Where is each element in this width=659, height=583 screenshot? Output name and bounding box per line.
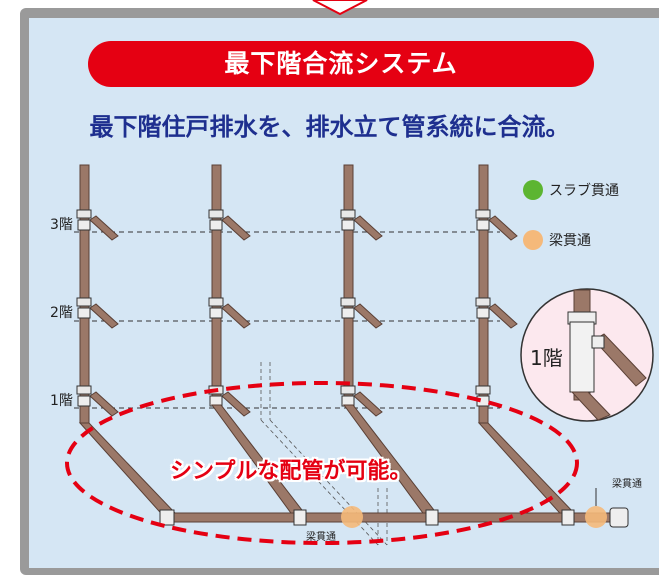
zoom-detail [520,288,654,422]
floor-label-2: 2階 [50,305,73,321]
page-title: 最下階合流システム [88,41,594,87]
beam-penetration-center [341,506,363,528]
beam-label-right: 梁貫通 [612,479,642,490]
diagonal-pipe-1 [78,422,177,521]
callout-text: シンプルな配管が可能。 [170,459,412,484]
stack-pipe-1 [79,164,90,424]
beam-label-center: 梁貫通 [306,532,336,543]
floor-label-1: 1階 [50,393,73,409]
diagonal-pipe-4 [477,422,576,521]
zoom-floor-label: 1階 [530,346,563,370]
legend-slab-penetration: スラブ貫通 [523,180,619,200]
stack-pipe-4 [478,164,489,424]
horizontal-main-pipe [163,512,613,523]
legend-beam-penetration: 梁貫通 [523,230,591,250]
beam-penetration-right [585,506,607,528]
down-arrow-notch [312,0,368,16]
green-dot-icon [523,180,543,200]
legend-label: スラブ貫通 [549,183,619,199]
page-subtitle: 最下階住戸排水を、排水立て管系統に合流。 [89,113,570,141]
stack-pipe-3 [343,164,354,406]
floor-label-3: 3階 [50,217,73,233]
stack-pipe-2 [211,164,222,406]
legend-label: 梁貫通 [549,233,591,249]
orange-dot-icon [523,230,543,250]
highlight-ellipse [65,381,579,545]
